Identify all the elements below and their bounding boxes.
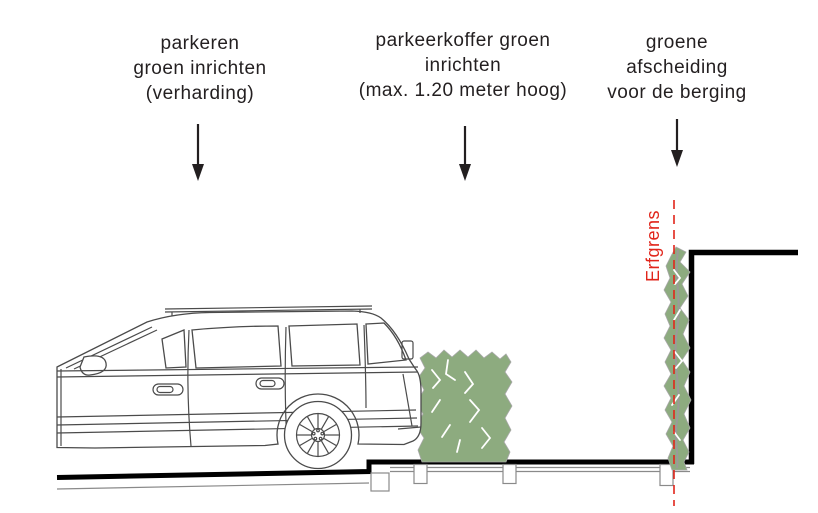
taillight bbox=[401, 340, 414, 360]
door-handle bbox=[152, 377, 285, 396]
label-line: groen inrichten bbox=[133, 58, 267, 79]
car-illustration bbox=[56, 305, 422, 470]
label-line: groene bbox=[645, 32, 709, 53]
roof-rail bbox=[164, 305, 373, 316]
arrow-down-icon bbox=[192, 124, 204, 181]
arrow-down-icon bbox=[459, 126, 471, 181]
label-line: inrichten bbox=[424, 55, 502, 76]
label-line: afscheiding bbox=[626, 57, 728, 78]
label-parkeerkoffer: parkeerkoffer groen inrichten (max. 1.20… bbox=[330, 28, 596, 103]
car-windows bbox=[161, 322, 407, 369]
label-line: (max. 1.20 meter hoog) bbox=[358, 80, 568, 101]
rear-wheel bbox=[283, 400, 353, 470]
side-mirror bbox=[79, 355, 107, 376]
label-line: (verharding) bbox=[145, 83, 255, 104]
hedge-boundary bbox=[663, 246, 692, 471]
storage-wall bbox=[688, 249, 798, 464]
ground-line bbox=[56, 459, 694, 490]
support-posts bbox=[370, 463, 690, 492]
label-line: parkeren bbox=[160, 33, 240, 54]
label-line: voor de berging bbox=[607, 82, 747, 103]
label-line: parkeerkoffer groen bbox=[375, 30, 551, 51]
arrow-down-icon bbox=[671, 119, 683, 167]
label-parkeren: parkeren groen inrichten (verharding) bbox=[84, 31, 316, 106]
label-groene-afscheiding: groene afscheiding voor de berging bbox=[588, 30, 766, 105]
hedge-parkeerkoffer bbox=[415, 349, 513, 463]
